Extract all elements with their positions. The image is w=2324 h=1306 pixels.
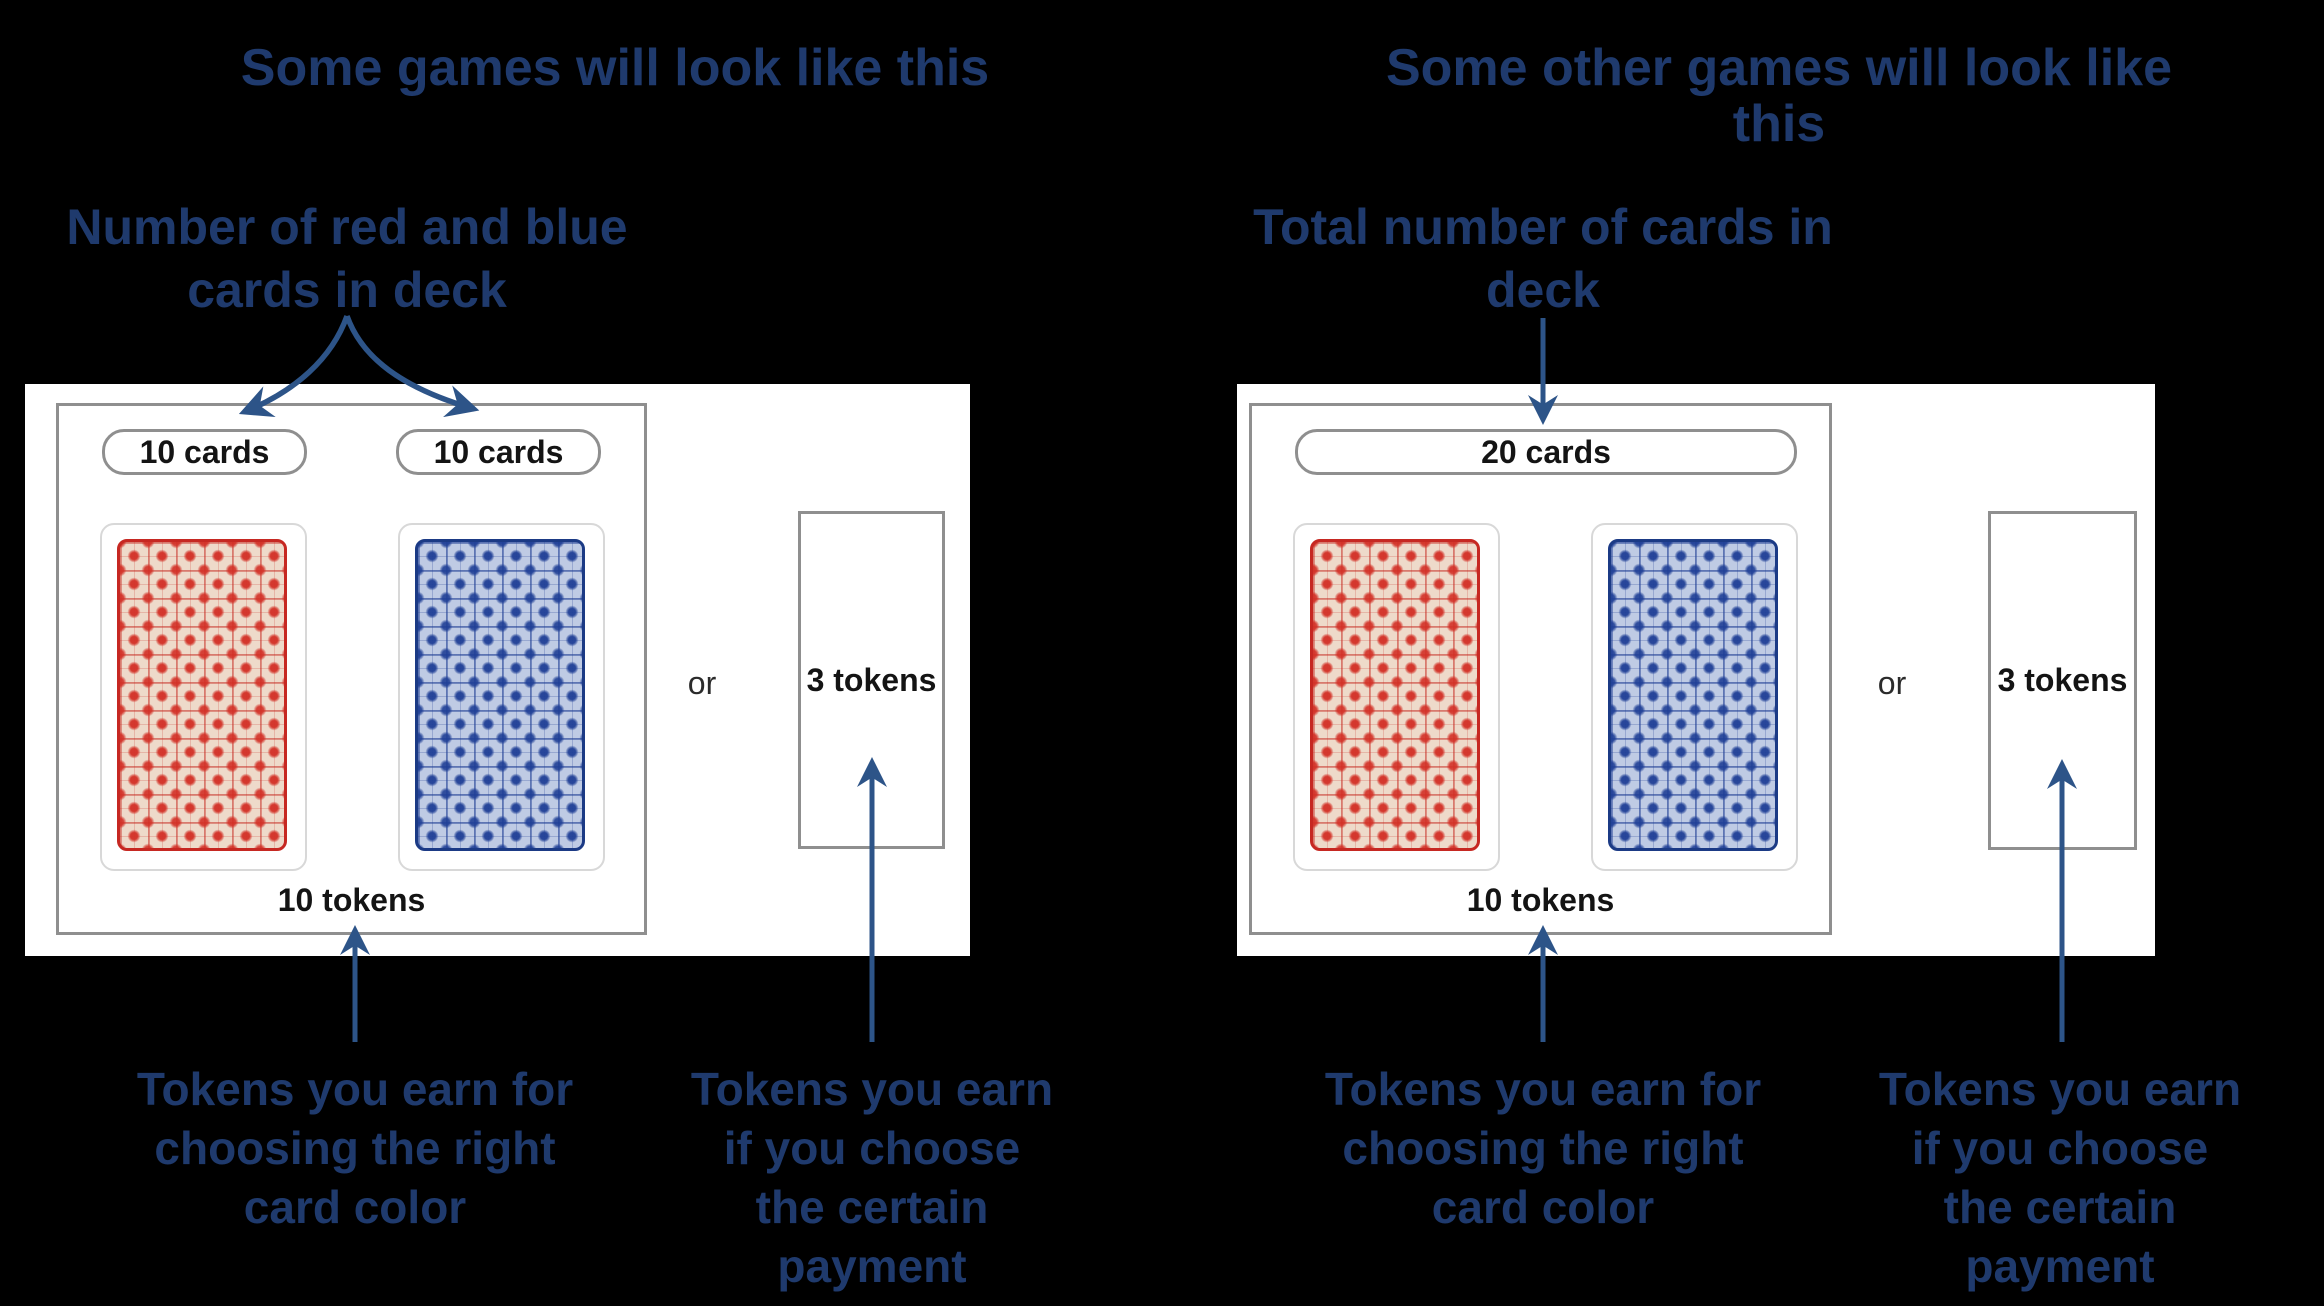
left-red-card-slot bbox=[100, 523, 307, 871]
annotation-line: Number of red and blue bbox=[66, 199, 628, 255]
caption-line: if you choose bbox=[723, 1122, 1021, 1174]
right-deck-count-annotation: Total number of cards in deck bbox=[1241, 196, 1845, 322]
caption-line: card color bbox=[243, 1181, 467, 1233]
caption-line: Tokens you earn for bbox=[136, 1063, 574, 1115]
red-card-back bbox=[117, 539, 287, 851]
left-blue-deck-count-pill: 10 cards bbox=[396, 429, 601, 475]
caption-line: if you choose bbox=[1911, 1122, 2209, 1174]
right-or-label: or bbox=[1877, 665, 1907, 701]
deck-count-label: 10 cards bbox=[139, 433, 270, 470]
left-win-caption: Tokens you earn for choosing the right c… bbox=[75, 1060, 635, 1237]
caption-line: payment bbox=[777, 1240, 967, 1292]
red-card-back bbox=[1310, 539, 1480, 851]
caption-line: Tokens you earn for bbox=[1324, 1063, 1762, 1115]
left-win-tokens-label: 10 tokens bbox=[277, 882, 426, 918]
certain-tokens-label: 3 tokens bbox=[806, 661, 937, 698]
right-win-caption: Tokens you earn for choosing the right c… bbox=[1263, 1060, 1823, 1237]
caption-line: card color bbox=[1431, 1181, 1655, 1233]
left-deck-count-annotation: Number of red and blue cards in deck bbox=[45, 196, 649, 322]
deck-count-label: 10 cards bbox=[433, 433, 564, 470]
caption-line: the certain bbox=[1943, 1181, 2177, 1233]
deck-count-label: 20 cards bbox=[1481, 433, 1611, 470]
caption-line: choosing the right bbox=[154, 1122, 556, 1174]
left-blue-card-slot bbox=[398, 523, 605, 871]
left-or-label: or bbox=[687, 665, 717, 701]
right-total-deck-count-pill: 20 cards bbox=[1295, 429, 1797, 475]
certain-tokens-label: 3 tokens bbox=[1997, 662, 2128, 698]
blue-card-back bbox=[415, 539, 585, 851]
blue-card-back bbox=[1608, 539, 1778, 851]
caption-line: choosing the right bbox=[1342, 1122, 1744, 1174]
left-red-deck-count-pill: 10 cards bbox=[102, 429, 307, 475]
right-red-card-slot bbox=[1293, 523, 1500, 871]
right-certain-payment-box: 3 tokens bbox=[1988, 511, 2137, 850]
caption-line: payment bbox=[1965, 1240, 2155, 1292]
annotation-line: cards in deck bbox=[187, 262, 507, 318]
caption-line: Tokens you earn bbox=[690, 1063, 1054, 1115]
right-game-title: Some other games will look like this bbox=[1385, 39, 2173, 153]
left-game-title: Some games will look like this bbox=[240, 39, 990, 97]
annotation-line: deck bbox=[1486, 262, 1600, 318]
annotation-line: Total number of cards in bbox=[1253, 199, 1833, 255]
caption-line: Tokens you earn bbox=[1878, 1063, 2242, 1115]
right-certain-caption: Tokens you earn if you choose the certai… bbox=[1850, 1060, 2270, 1296]
caption-line: the certain bbox=[755, 1181, 989, 1233]
right-win-tokens-label: 10 tokens bbox=[1466, 882, 1615, 918]
left-certain-payment-box: 3 tokens bbox=[798, 511, 945, 849]
left-certain-caption: Tokens you earn if you choose the certai… bbox=[662, 1060, 1082, 1296]
right-blue-card-slot bbox=[1591, 523, 1798, 871]
